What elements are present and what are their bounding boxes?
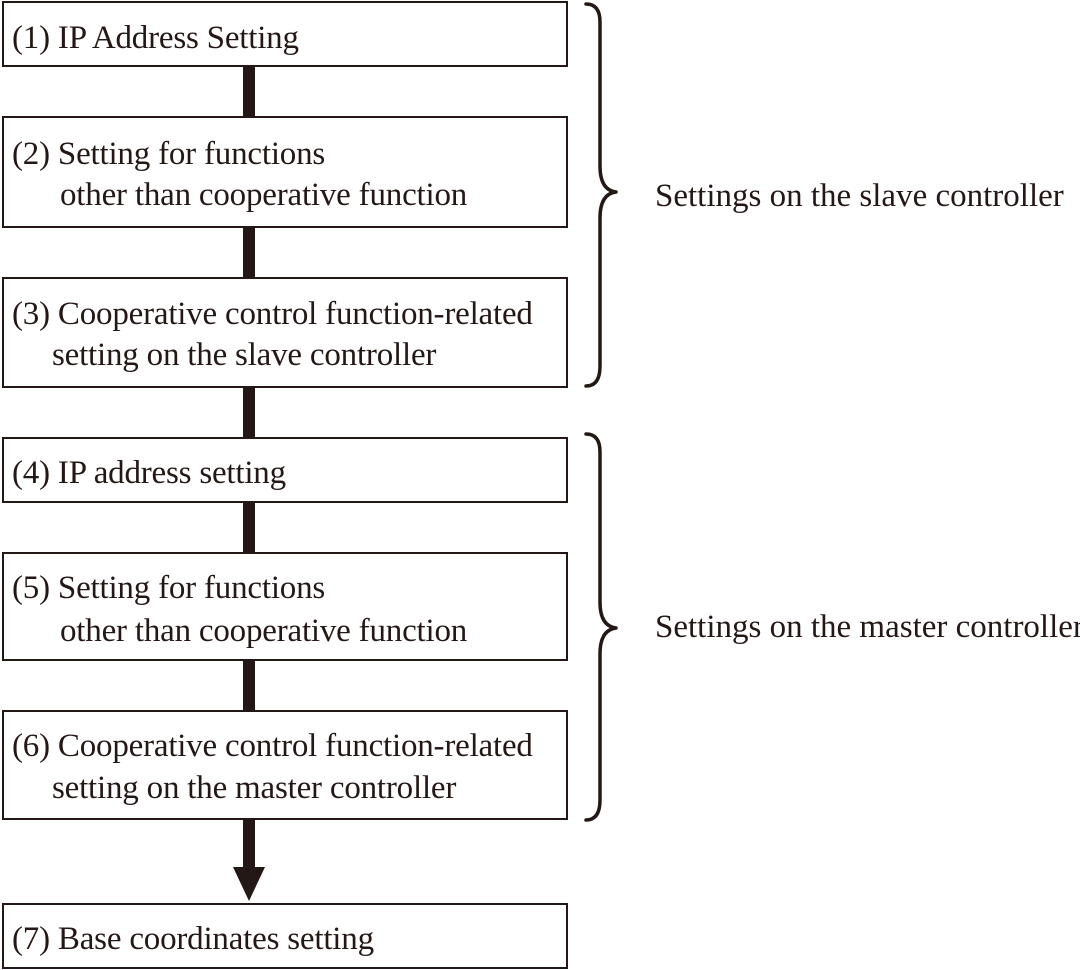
step-4-label: (4) IP address setting [12,455,286,491]
arrow-head-icon [233,867,265,901]
step-2-label-line2: other than cooperative function [60,177,468,213]
step-7-label: (7) Base coordinates setting [12,921,374,957]
slave-group-brace-icon [584,2,618,388]
step-1-box: (1) IP Address Setting [2,1,568,67]
connector-1-2 [243,66,255,118]
step-6-box: (6) Cooperative control function-related… [2,710,568,820]
step-2-label-line1: (2) Setting for functions [12,136,326,172]
step-7-box: (7) Base coordinates setting [2,903,568,969]
slave-group-label: Settings on the slave controller [655,178,1064,214]
master-group-brace-icon [584,432,618,822]
connector-3-4 [243,386,255,438]
step-3-label-line1: (3) Cooperative control function-related [12,296,533,332]
step-6-label-line2: setting on the master controller [52,770,457,806]
step-2-box: (2) Setting for functions other than coo… [2,116,568,228]
step-5-label-line2: other than cooperative function [60,613,468,649]
step-5-box: (5) Setting for functions other than coo… [2,552,568,661]
step-3-label-line2: setting on the slave controller [52,337,437,373]
master-group-label: Settings on the master controller [655,609,1080,645]
connector-2-3 [243,227,255,279]
step-5-label-line1: (5) Setting for functions [12,570,326,606]
connector-6-7 [243,818,255,870]
connector-5-6 [243,659,255,712]
step-1-label: (1) IP Address Setting [12,20,299,56]
step-4-box: (4) IP address setting [2,437,568,503]
step-3-box: (3) Cooperative control function-related… [2,277,568,388]
connector-4-5 [243,501,255,554]
step-6-label-line1: (6) Cooperative control function-related [12,728,533,764]
